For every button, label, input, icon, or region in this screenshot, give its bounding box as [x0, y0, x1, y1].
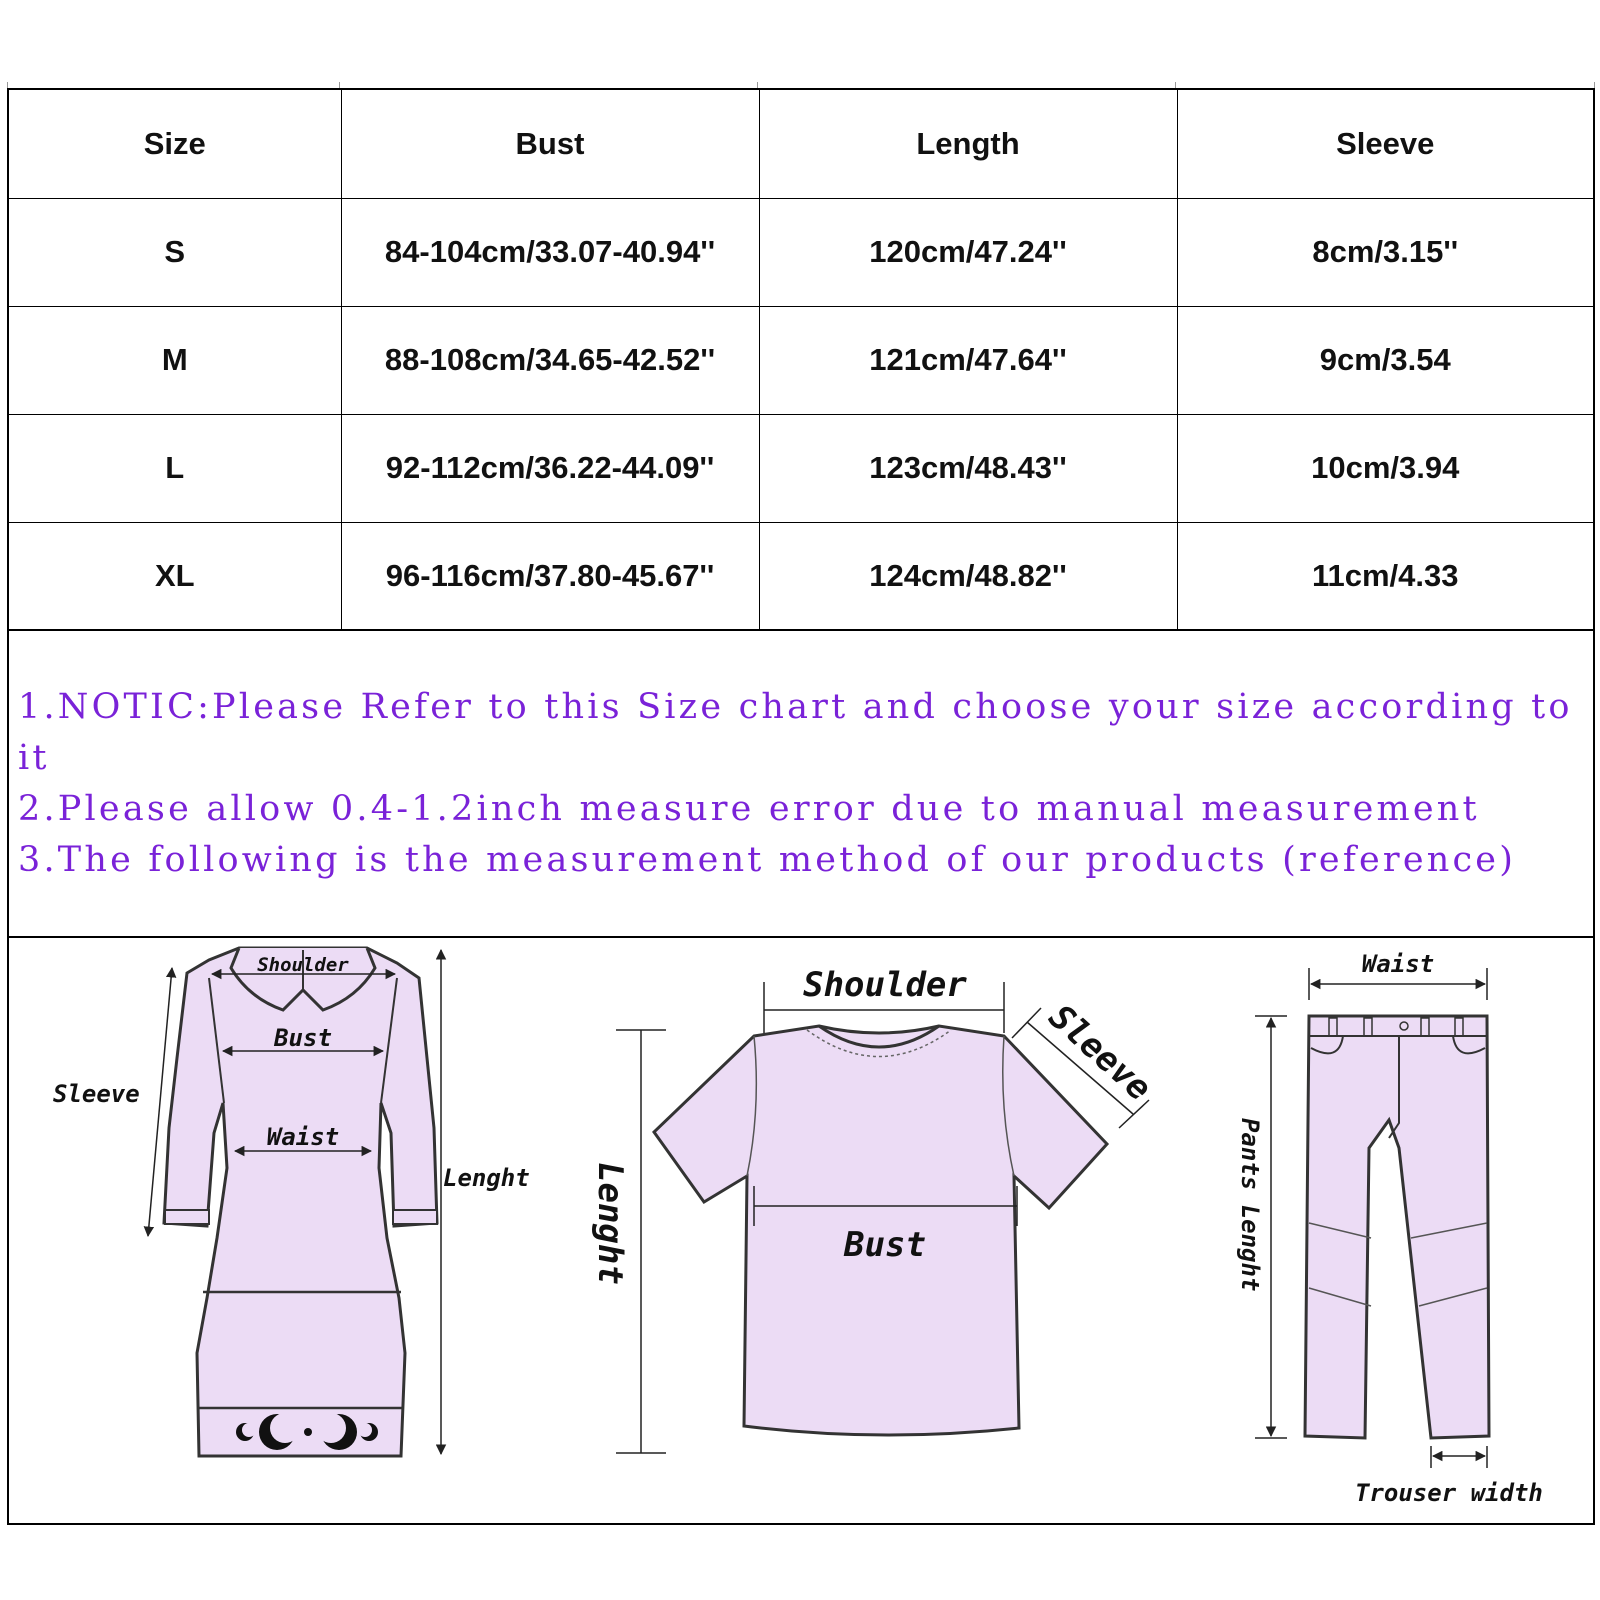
tshirt-length-label: Lenght — [590, 1162, 630, 1285]
note-3: 3.The following is the measurement metho… — [18, 840, 1517, 880]
cell-size: M — [9, 306, 342, 415]
header-sleeve: Sleeve — [1176, 90, 1593, 199]
cell-sleeve: 8cm/3.15'' — [1176, 198, 1593, 307]
tshirt-bust-label: Bust — [843, 1225, 926, 1265]
cell-size: L — [9, 414, 342, 523]
dress-length-label: Lenght — [443, 1164, 530, 1192]
pants-width-label: Trouser width — [1355, 1479, 1543, 1507]
note-1: 1.NOTIC:Please Refer to this Size chart … — [18, 687, 1573, 778]
table-row: S 84-104cm/33.07-40.94'' 120cm/47.24'' 8… — [9, 198, 1593, 307]
pants-diagram: Waist Pants Lenght Trouser width — [1236, 950, 1543, 1507]
table-row: M 88-108cm/34.65-42.52'' 121cm/47.64'' 9… — [9, 306, 1593, 415]
cell-length: 120cm/47.24'' — [758, 198, 1178, 307]
diagram-canvas: Shoulder Bust Waist Sleeve Lenght — [53, 946, 1543, 1507]
moon-pattern — [236, 1413, 378, 1450]
table-row: L 92-112cm/36.22-44.09'' 123cm/48.43'' 1… — [9, 414, 1593, 523]
pants-length-label: Pants Lenght — [1236, 1118, 1264, 1291]
dress-bust-label: Bust — [273, 1024, 332, 1052]
size-table: Size Bust Length Sleeve S 84-104cm/33.07… — [9, 90, 1593, 631]
cell-size: S — [9, 198, 342, 307]
note-2: 2.Please allow 0.4-1.2inch measure error… — [18, 789, 1480, 829]
cell-sleeve: 10cm/3.94 — [1176, 414, 1593, 523]
pants-outline — [1303, 1014, 1491, 1440]
notes-section: 1.NOTIC:Please Refer to this Size chart … — [9, 630, 1593, 938]
cell-length: 121cm/47.64'' — [758, 306, 1178, 415]
cell-sleeve: 9cm/3.54 — [1176, 306, 1593, 415]
pants-waist-label: Waist — [1362, 950, 1434, 978]
dress-shoulder-label: Shoulder — [257, 954, 349, 976]
measurement-diagrams: Shoulder Bust Waist Sleeve Lenght — [9, 938, 1593, 1523]
table-header-row: Size Bust Length Sleeve — [9, 90, 1593, 199]
dress-waist-label: Waist — [267, 1123, 339, 1151]
cell-bust: 92-112cm/36.22-44.09'' — [340, 414, 760, 523]
cell-bust: 88-108cm/34.65-42.52'' — [340, 306, 760, 415]
dress-sleeve-label: Sleeve — [53, 1080, 140, 1108]
tshirt-diagram: Shoulder Sleeve Lenght Bust — [590, 965, 1159, 1454]
cell-bust: 96-116cm/37.80-45.67'' — [340, 522, 760, 631]
cell-size: XL — [9, 522, 342, 631]
tshirt-shoulder-label: Shoulder — [803, 965, 967, 1005]
cell-sleeve: 11cm/4.33 — [1176, 522, 1593, 631]
tshirt-outline — [652, 1024, 1110, 1437]
header-size: Size — [9, 90, 342, 199]
size-chart-sheet: Size Bust Length Sleeve S 84-104cm/33.07… — [7, 88, 1595, 1525]
table-row: XL 96-116cm/37.80-45.67'' 124cm/48.82'' … — [9, 522, 1593, 631]
cell-length: 123cm/48.43'' — [758, 414, 1178, 523]
header-length: Length — [758, 90, 1178, 199]
cell-length: 124cm/48.82'' — [758, 522, 1178, 631]
cell-bust: 84-104cm/33.07-40.94'' — [340, 198, 760, 307]
top-tick-marks — [0, 82, 1600, 90]
header-bust: Bust — [340, 90, 760, 199]
dress-diagram: Shoulder Bust Waist Sleeve Lenght — [53, 946, 530, 1458]
